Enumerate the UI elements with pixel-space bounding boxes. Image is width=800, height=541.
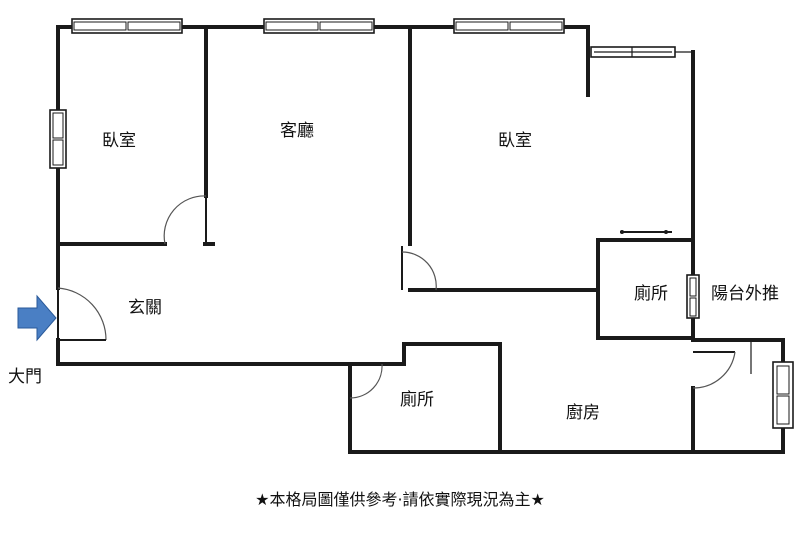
- room-label-bedroom-right: 臥室: [498, 131, 532, 151]
- door-bedroom-left: [163, 195, 207, 245]
- walls: [56, 25, 785, 454]
- right-arrow-icon: [17, 294, 57, 342]
- wall-upper-bath-left: [596, 238, 695, 340]
- doors: [57, 195, 752, 399]
- room-label-bathroom-upper: 廁所: [634, 283, 668, 304]
- door-bedroom-right: [401, 246, 437, 291]
- door-balcony: [692, 351, 736, 389]
- wall-balcony-top: [691, 338, 785, 364]
- room-label-bathroom-lower: 廁所: [400, 389, 434, 410]
- room-label-foyer: 玄關: [128, 298, 162, 318]
- wall-lower-bath: [348, 362, 785, 454]
- window-top-right: [453, 18, 565, 34]
- window-bedroom-right-corner: [590, 46, 693, 58]
- wall-bottom-left: [56, 342, 502, 454]
- room-label-bedroom-left: 臥室: [102, 131, 136, 151]
- wall-bedroom-right-top: [408, 25, 590, 97]
- door-main: [57, 287, 107, 341]
- room-label-balcony: 陽台外推: [711, 284, 779, 304]
- window-top-left: [71, 18, 183, 34]
- windows: [49, 18, 794, 429]
- room-label-living-room: 客廳: [280, 121, 314, 141]
- disclaimer-text: ★本格局圖僅供參考·請依實際現況為主★: [255, 490, 545, 509]
- window-left-wall: [49, 109, 67, 169]
- room-label-kitchen: 廚房: [566, 402, 600, 423]
- sliding-rail-bath: [620, 230, 672, 234]
- window-balcony: [772, 361, 794, 429]
- room-label-main-door: 大門: [8, 367, 42, 387]
- window-top-middle: [263, 18, 375, 34]
- window-upper-bath: [686, 274, 700, 319]
- door-lower-bath: [349, 363, 383, 399]
